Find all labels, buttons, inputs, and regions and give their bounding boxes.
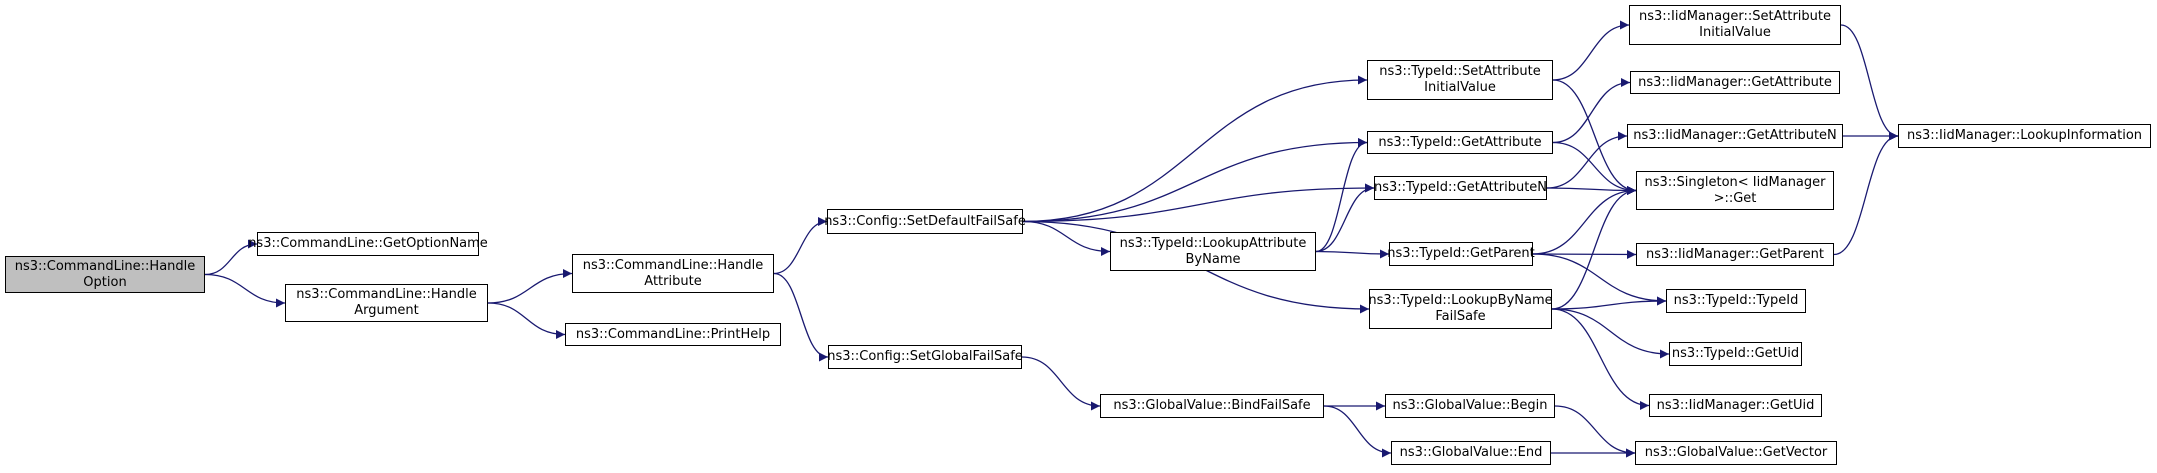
edge-set_default_failsafe-to-typeid_get_attr_n: [1022, 183, 1375, 223]
node-label-line: FailSafe: [1435, 309, 1486, 324]
node-print-help[interactable]: ns3::CommandLine::PrintHelp: [565, 323, 781, 346]
node-label-line: ns3::CommandLine::GetOptionName: [248, 236, 488, 251]
node-iidmanager-get-attribute[interactable]: ns3::IidManager::GetAttribute: [1630, 71, 1840, 94]
node-label-line: ns3::CommandLine::Handle: [14, 258, 196, 274]
edge-lookup_byname_fs-to-typeid_get_uid: [1551, 308, 1670, 359]
node-label-line: ns3::TypeId::LookupByName: [1368, 293, 1553, 308]
node-label-line: ns3::CommandLine::Handle: [296, 287, 477, 302]
edge-lookup_byname_fs-to-typeid_typeid: [1551, 296, 1667, 310]
node-typeid-get-attribute[interactable]: ns3::TypeId::GetAttribute: [1367, 131, 1553, 154]
edge-lookup_attr_byname-to-typeid_get_attr: [1315, 138, 1368, 253]
edge-lookup_attr_byname-to-typeid_get_parent: [1315, 249, 1390, 259]
node-iidmanager-lookup-information[interactable]: ns3::IidManager::LookupInformation: [1898, 124, 2151, 148]
edge-set_default_failsafe-to-typeid_get_attr: [1022, 138, 1368, 223]
node-label-line: Option: [83, 274, 127, 290]
edge-iid_set_attr_initial-to-iid_lookup_info: [1840, 24, 1899, 141]
node-label-line: ns3::TypeId::GetAttribute: [1378, 134, 1542, 150]
node-singleton-iidmanager-get[interactable]: ns3::Singleton< IidManager >::Get: [1636, 171, 1834, 210]
edge-lookup_byname_fs-to-iid_get_uid: [1551, 308, 1650, 410]
node-iidmanager-get-uid[interactable]: ns3::IidManager::GetUid: [1649, 394, 1822, 417]
node-label-line: ns3::TypeId::GetParent: [1387, 246, 1535, 261]
edge-typeid_get_attr-to-iid_get_attr: [1552, 78, 1631, 144]
node-iidmanager-get-attribute-n[interactable]: ns3::IidManager::GetAttributeN: [1627, 124, 1843, 148]
edge-set_attr_initial-to-iid_set_attr_initial: [1552, 20, 1630, 81]
node-typeid-typeid[interactable]: ns3::TypeId::TypeId: [1666, 289, 1806, 313]
edge-handle_attribute-to-set_default_failsafe: [773, 217, 828, 275]
node-label-line: ns3::TypeId::LookupAttribute: [1119, 235, 1307, 251]
node-label-line: Argument: [354, 303, 419, 318]
node-label-line: ns3::IidManager::GetAttribute: [1638, 74, 1832, 90]
edge-gv_begin-to-gv_get_vector: [1554, 405, 1636, 458]
node-get-option-name[interactable]: ns3::CommandLine::GetOptionName: [248, 232, 488, 256]
edge-handle_argument-to-print_help: [487, 302, 566, 339]
edge-handle_argument-to-handle_attribute: [487, 269, 573, 304]
node-typeid-get-parent[interactable]: ns3::TypeId::GetParent: [1387, 242, 1535, 266]
edge-typeid_get_attr-to-singleton_get: [1552, 141, 1637, 195]
node-label-line: ns3::TypeId::TypeId: [1673, 293, 1799, 308]
edge-handle_option-to-get_option_name: [204, 239, 258, 276]
edge-handle_option-to-handle_argument: [204, 273, 286, 308]
node-label-line: >::Get: [1713, 190, 1757, 206]
node-label-line: ns3::Config::SetDefaultFailSafe: [824, 213, 1026, 229]
node-label-line: ns3::IidManager::GetUid: [1656, 397, 1815, 413]
node-typeid-get-attribute-n[interactable]: ns3::TypeId::GetAttributeN: [1374, 176, 1547, 200]
edge-bind_failsafe-to-gv_end: [1323, 405, 1392, 458]
node-label-line: ns3::GlobalValue::End: [1399, 445, 1543, 460]
edge-typeid_get_parent-to-iid_get_parent: [1532, 249, 1637, 259]
edge-typeid_get_parent-to-singleton_get: [1532, 186, 1637, 255]
node-label-line: ns3::TypeId::SetAttribute: [1379, 64, 1541, 79]
node-label-line: ns3::CommandLine::PrintHelp: [575, 326, 771, 342]
node-label-line: ns3::GlobalValue::BindFailSafe: [1113, 398, 1311, 413]
node-label-line: InitialValue: [1699, 25, 1771, 40]
node-label-line: ns3::Singleton< IidManager: [1644, 174, 1826, 190]
node-set-global-failsafe[interactable]: ns3::Config::SetGlobalFailSafe: [827, 345, 1023, 369]
edge-typeid_get_attr_n-to-singleton_get: [1546, 185, 1637, 195]
edge-lookup_byname_fs-to-singleton_get: [1551, 186, 1637, 310]
edge-typeid_get_parent-to-typeid_typeid: [1532, 253, 1667, 306]
node-globalvalue-end[interactable]: ns3::GlobalValue::End: [1391, 441, 1551, 465]
node-label-line: Attribute: [644, 273, 702, 289]
node-label-line: ns3::IidManager::GetAttributeN: [1633, 128, 1837, 143]
node-globalvalue-get-vector[interactable]: ns3::GlobalValue::GetVector: [1635, 441, 1837, 465]
node-label-line: ns3::Config::SetGlobalFailSafe: [827, 349, 1023, 364]
edge-set_default_failsafe-to-set_attr_initial: [1022, 75, 1368, 223]
edge-handle_attribute-to-set_global_failsafe: [773, 272, 829, 362]
edge-iid_get_parent-to-iid_lookup_info: [1833, 131, 1899, 256]
node-set-default-failsafe[interactable]: ns3::Config::SetDefaultFailSafe: [824, 209, 1026, 234]
edge-set_default_failsafe-to-lookup_attr_byname: [1022, 220, 1111, 256]
node-bind-failsafe[interactable]: ns3::GlobalValue::BindFailSafe: [1100, 394, 1324, 418]
node-label-line: ns3::IidManager::GetParent: [1645, 246, 1825, 262]
edge-lookup_attr_byname-to-typeid_get_attr_n: [1315, 183, 1375, 253]
edge-typeid_get_attr_n-to-iid_get_attr_n: [1546, 131, 1628, 189]
edge-set_attr_initial-to-singleton_get: [1552, 79, 1637, 195]
node-label-line: ns3::CommandLine::Handle: [582, 257, 764, 273]
node-label-line: ns3::IidManager::SetAttribute: [1638, 9, 1831, 24]
node-label-line: InitialValue: [1424, 80, 1496, 95]
node-label-line: ns3::TypeId::GetAttributeN: [1373, 180, 1548, 195]
node-label-line: ns3::IidManager::LookupInformation: [1906, 128, 2143, 143]
node-iidmanager-get-parent[interactable]: ns3::IidManager::GetParent: [1636, 243, 1834, 266]
node-label-line: ns3::GlobalValue::GetVector: [1644, 445, 1828, 460]
node-label-line: ns3::TypeId::GetUid: [1671, 346, 1800, 361]
node-globalvalue-begin[interactable]: ns3::GlobalValue::Begin: [1385, 394, 1555, 418]
node-label-line: ByName: [1185, 251, 1241, 267]
edge-set_global_failsafe-to-bind_failsafe: [1021, 356, 1101, 411]
node-typeid-get-uid[interactable]: ns3::TypeId::GetUid: [1669, 342, 1802, 366]
node-label-line: ns3::GlobalValue::Begin: [1392, 398, 1548, 413]
